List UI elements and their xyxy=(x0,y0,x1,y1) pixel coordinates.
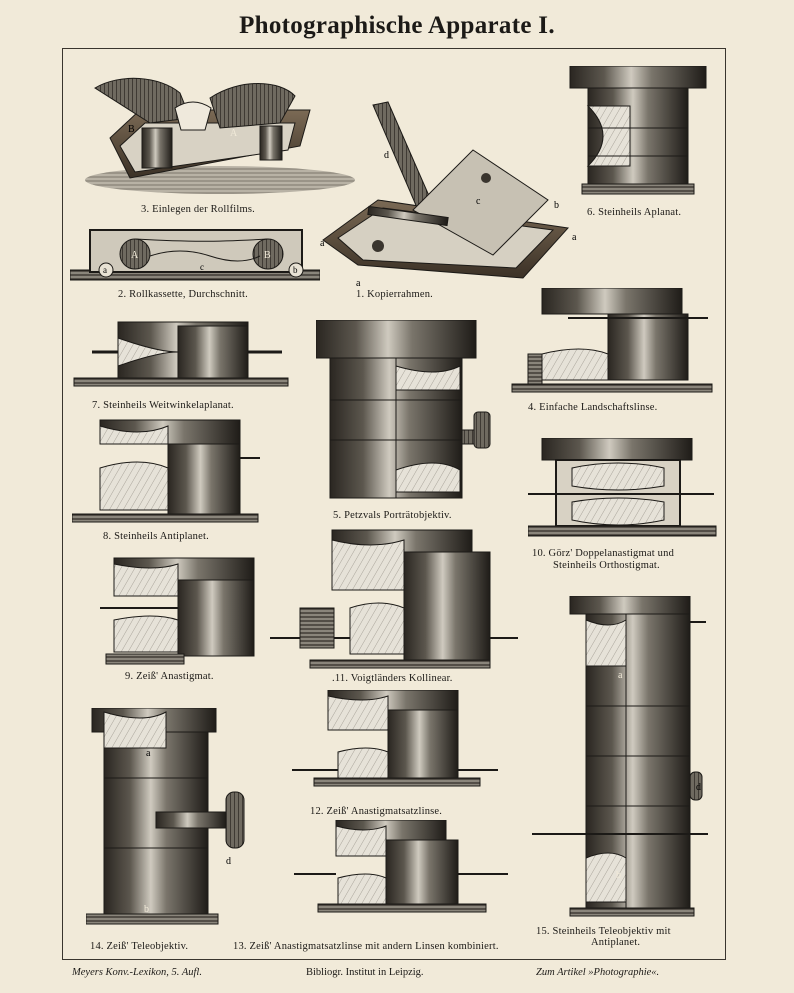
fig2-letter-b-upper: B xyxy=(264,250,271,261)
fig1-letter-a-right: a xyxy=(572,232,577,243)
page-title: Photographische Apparate I. xyxy=(239,12,555,39)
figure-2-roll-cassette: A B a c b xyxy=(70,226,320,284)
figure-9-zeiss-anastigmat xyxy=(100,556,264,668)
figure-13-combined-set-lens xyxy=(292,820,514,914)
figure-15-steinheil-telephoto: a d b xyxy=(530,596,710,920)
caption-fig2: 2. Rollkassette, Durchschnitt. xyxy=(118,289,248,300)
footer-publisher: Bibliogr. Institut in Leipzig. xyxy=(306,967,424,978)
footer-article-reference: Zum Artikel »Photographie«. xyxy=(536,967,660,978)
figure-10-goerz-double-anastigmat xyxy=(528,438,718,542)
fig1-letter-d: d xyxy=(384,150,389,161)
figure-6-aplanat xyxy=(568,66,708,200)
fig1-letter-a-bottom: a xyxy=(356,278,361,288)
caption-fig14: 14. Zeiß' Teleobjektiv. xyxy=(90,941,189,952)
fig1-letter-a-left: a xyxy=(320,238,325,249)
caption-fig11: .11. Voigtländers Kollinear. xyxy=(332,673,453,684)
plate-border xyxy=(62,48,726,960)
caption-fig15-line1: 15. Steinheils Teleobjektiv mit xyxy=(536,926,671,937)
figure-1-printing-frame: d c b a a a xyxy=(318,100,588,288)
caption-fig9: 9. Zeiß' Anastigmat. xyxy=(125,671,214,682)
caption-fig10-line2: Steinheils Orthostigmat. xyxy=(553,560,660,571)
caption-fig12: 12. Zeiß' Anastigmatsatzlinse. xyxy=(310,806,443,817)
figure-3-rollfilm-loading: B A xyxy=(80,68,360,198)
caption-fig7: 7. Steinheils Weitwinkelaplanat. xyxy=(92,400,234,411)
fig2-letter-a-upper: A xyxy=(131,250,139,261)
fig3-letter-b: B xyxy=(128,124,135,135)
caption-fig3: 3. Einlegen der Rollfilms. xyxy=(141,204,255,215)
fig14-letter-a: a xyxy=(146,748,151,759)
caption-fig5: 5. Petzvals Porträtobjektiv. xyxy=(333,510,452,521)
fig1-letter-c: c xyxy=(476,196,481,207)
caption-fig6: 6. Steinheils Aplanat. xyxy=(587,207,682,218)
fig14-letter-d: d xyxy=(226,856,231,867)
caption-fig4: 4. Einfache Landschaftslinse. xyxy=(528,402,658,413)
figure-5-petzval-portrait-lens xyxy=(316,320,496,506)
fig3-letter-a: A xyxy=(230,128,238,139)
caption-fig8: 8. Steinheils Antiplanet. xyxy=(103,531,209,542)
figure-11-voigtlaender-collinear xyxy=(270,528,520,670)
caption-fig1: 1. Kopierrahmen. xyxy=(356,289,433,300)
figure-8-antiplanet xyxy=(72,418,262,526)
figure-7-wide-angle-aplanat xyxy=(72,318,292,390)
fig2-letter-c: c xyxy=(200,262,204,272)
caption-fig15-line2: Antiplanet. xyxy=(591,937,641,948)
fig15-letter-d: d xyxy=(696,782,701,793)
caption-fig13: 13. Zeiß' Anastigmatsatzlinse mit andern… xyxy=(233,941,499,952)
fig15-letter-a: a xyxy=(618,670,623,681)
figure-4-landscape-lens xyxy=(508,288,718,396)
fig15-letter-b: b xyxy=(616,870,621,881)
fig1-letter-b: b xyxy=(554,200,559,211)
fig2-letter-a: a xyxy=(103,265,107,275)
footer-publication: Meyers Konv.-Lexikon, 5. Aufl. xyxy=(72,967,202,978)
caption-fig10-line1: 10. Görz' Doppelanastigmat und xyxy=(532,548,675,559)
figure-12-zeiss-anastigmat-set-lens xyxy=(292,690,504,788)
fig14-letter-b: b xyxy=(144,904,149,915)
fig2-letter-b: b xyxy=(293,265,298,275)
figure-14-zeiss-telephoto: a d b xyxy=(86,708,250,930)
